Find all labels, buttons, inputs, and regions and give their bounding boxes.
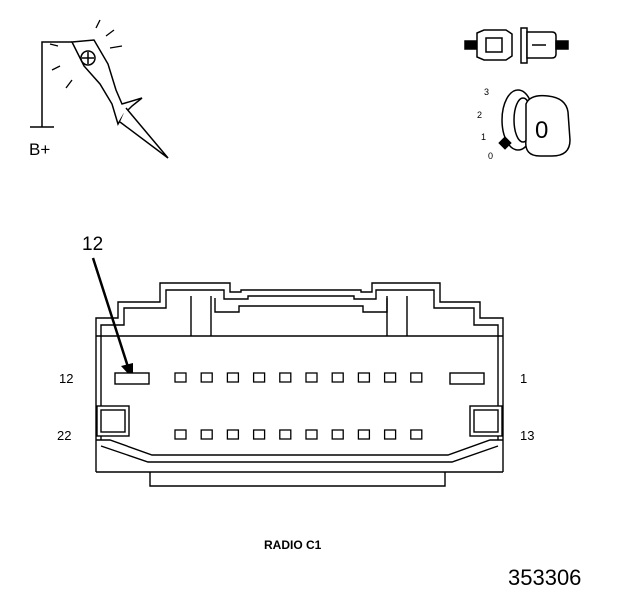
terminal-cavity — [410, 429, 423, 440]
ignition-position-2: 2 — [477, 110, 483, 120]
terminal-cavity — [357, 429, 371, 440]
terminal-cavity — [410, 372, 423, 383]
terminal-cavity — [200, 429, 213, 440]
terminal-cavity — [174, 429, 187, 440]
terminal-cavity — [279, 372, 292, 383]
pin-label-left-bottom: 22 — [57, 428, 72, 443]
disconnected-connector-icon — [464, 27, 569, 64]
terminal-cavity — [331, 372, 344, 383]
ignition-key-icon — [498, 89, 571, 157]
terminal-cavity — [252, 372, 266, 383]
terminal-cavity — [383, 429, 397, 440]
ignition-position-1: 1 — [481, 132, 487, 142]
terminal-cavity — [252, 429, 266, 440]
ignition-position-3: 3 — [484, 87, 490, 97]
callout-label: 12 — [82, 234, 104, 255]
ground-symbol-icon — [30, 41, 72, 128]
key-position-label: 0 — [535, 117, 549, 144]
connector-name: RADIO C1 — [264, 538, 322, 552]
terminal-cavity — [331, 429, 344, 440]
figure-id: 353306 — [508, 565, 582, 590]
ignition-position-0: 0 — [488, 151, 494, 161]
test-probe-icon — [49, 19, 169, 159]
connector-housing — [95, 282, 504, 487]
pin-label-right-bottom: 13 — [520, 428, 535, 443]
terminal-cavity — [226, 429, 240, 440]
pin-label-left-top: 12 — [59, 371, 74, 386]
terminal-cavity — [357, 372, 371, 383]
battery-terminal-label: B+ — [29, 140, 51, 159]
terminal-cavities — [174, 372, 423, 440]
terminal-cavity — [174, 372, 187, 383]
pin-label-right-top: 1 — [520, 371, 528, 386]
terminal-cavity — [383, 372, 397, 383]
terminal-cavity — [200, 372, 213, 383]
terminal-cavity — [226, 372, 240, 383]
terminal-cavity — [305, 429, 318, 440]
terminal-cavity — [279, 429, 292, 440]
terminal-cavity — [305, 372, 318, 383]
